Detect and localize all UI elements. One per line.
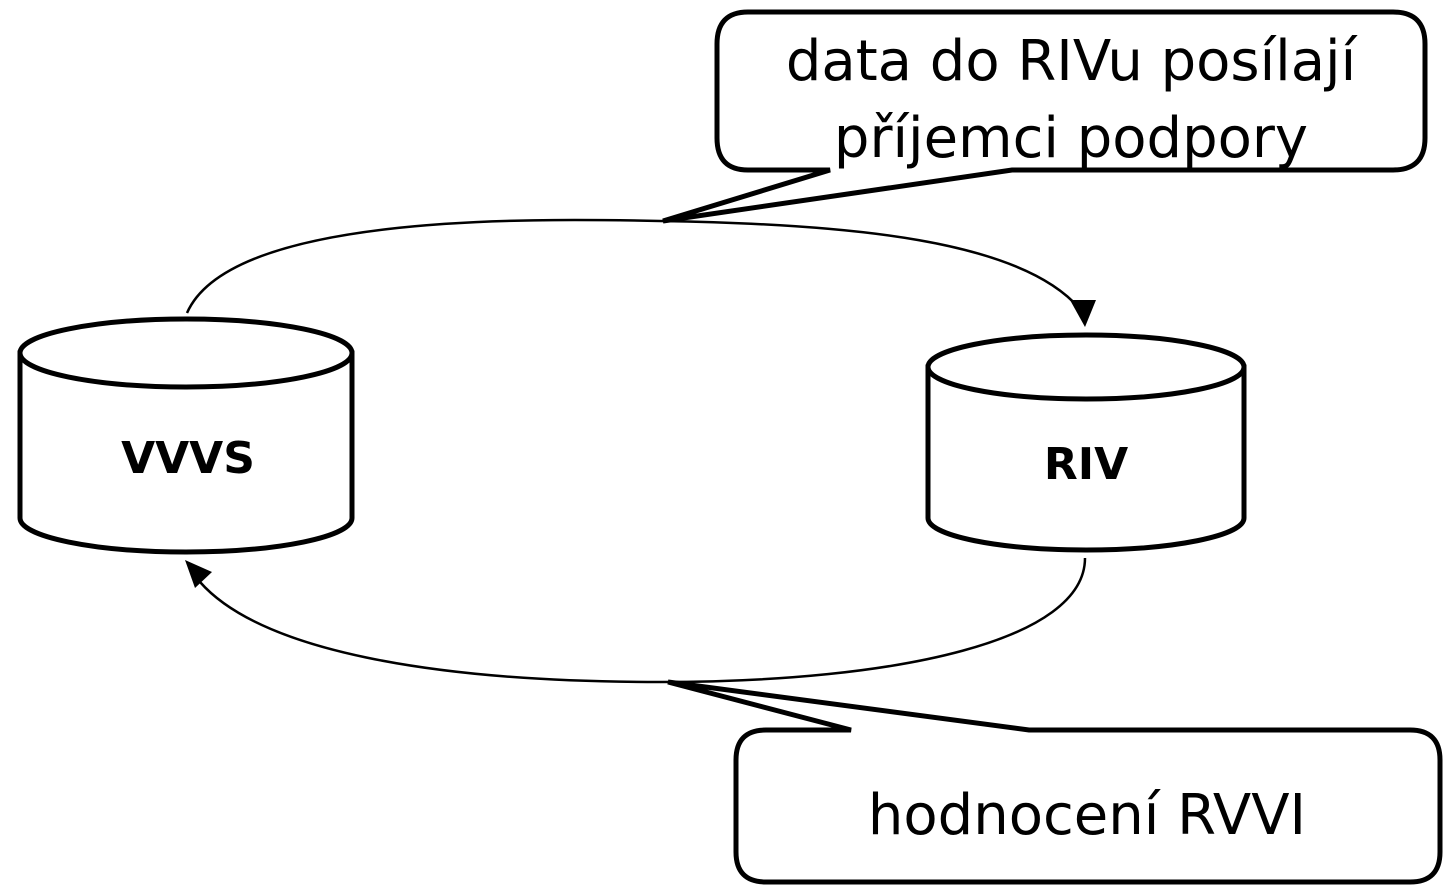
callout-top: data do RIVu posílají příjemci podpory — [662, 9, 1428, 224]
callout-top-bubble — [662, 9, 1428, 224]
arrowhead-to-vvvs — [185, 560, 212, 588]
flow-arrow-riv-to-vvvs — [185, 557, 1087, 684]
callout-bottom-bubble — [667, 679, 1443, 885]
arrowhead-to-riv — [1070, 300, 1096, 327]
cylinder-body-riv — [925, 364, 1247, 553]
callout-top-line1: data do RIVu posílají — [786, 29, 1359, 94]
callout-top-line2: příjemci podpory — [834, 106, 1308, 171]
cylinder-top-riv — [925, 332, 1247, 402]
flow-arrow-vvvs-to-riv — [185, 218, 1096, 327]
database-riv: RIV — [925, 332, 1247, 553]
database-vvvs: VVVS — [17, 316, 355, 555]
callout-bottom: hodnocení RVVI — [667, 679, 1443, 885]
node-label-vvvs: VVVS — [121, 433, 255, 484]
arc-bottom — [199, 557, 1087, 684]
node-label-riv: RIV — [1044, 439, 1128, 490]
arc-top — [185, 218, 1080, 314]
callout-bottom-line1: hodnocení RVVI — [868, 783, 1306, 848]
cylinder-top-vvvs — [17, 316, 355, 390]
cylinder-body-vvvs — [17, 350, 355, 555]
